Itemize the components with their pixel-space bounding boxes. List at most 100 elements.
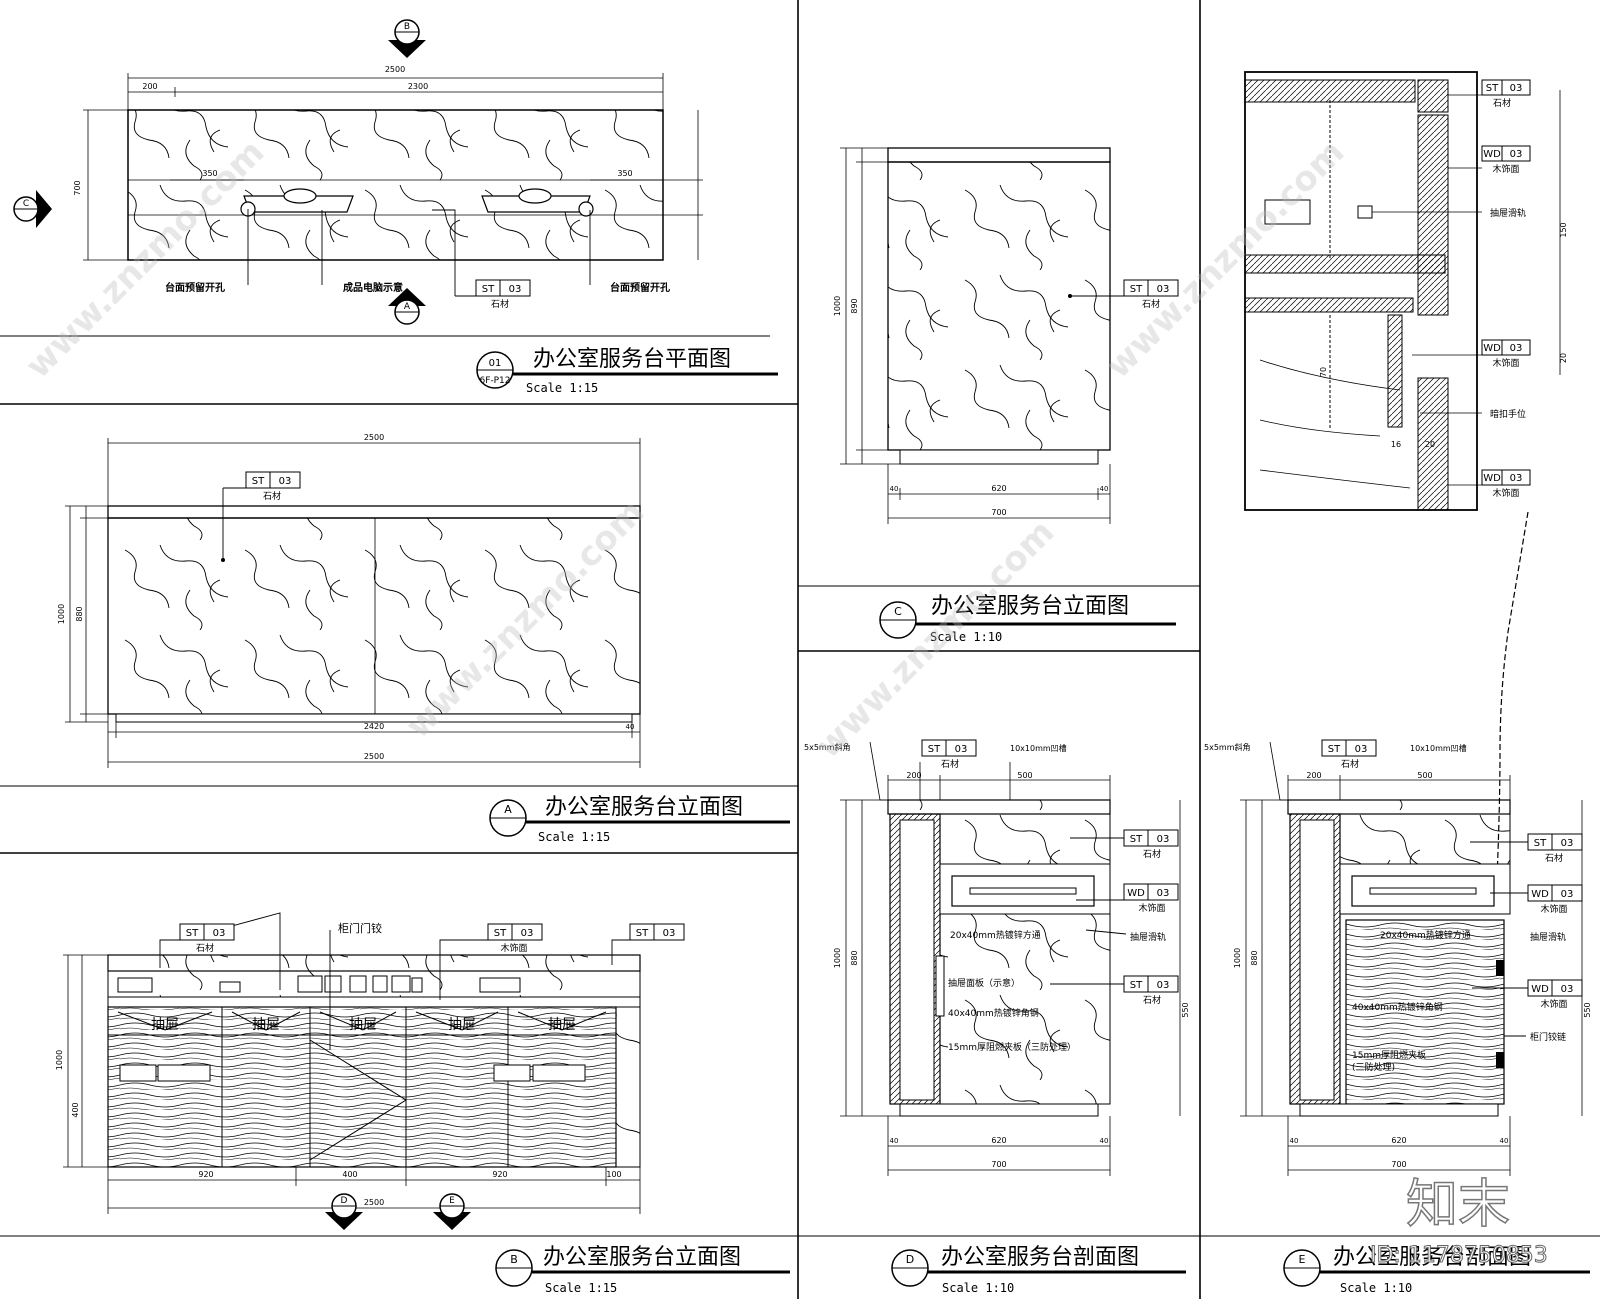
svg-text:40x40mm热镀锌角钢: 40x40mm热镀锌角钢 [1352,1001,1443,1013]
computer-left [240,188,354,217]
svg-text:03: 03 [1510,83,1523,94]
dim-plan-350-right: 350 [617,169,632,178]
svg-text:20x40mm热镀锌方通: 20x40mm热镀锌方通 [950,929,1041,941]
svg-text:(三防处理): (三防处理) [1352,1061,1395,1073]
svg-text:C: C [23,199,29,209]
svg-text:500: 500 [1417,771,1432,780]
section-marker-d: D [325,1193,363,1230]
title-block-b: B 办公室服务台立面图 Scale 1:15 [0,1235,1600,1295]
svg-text:木饰面: 木饰面 [1492,357,1519,369]
svg-text:03: 03 [955,744,968,755]
svg-text:抽屉: 抽屉 [548,1017,576,1033]
svg-text:700: 700 [991,1160,1006,1169]
svg-text:A: A [404,302,411,312]
svg-text:WD: WD [1483,473,1501,484]
svg-text:920: 920 [198,1170,213,1179]
svg-text:15mm厚阻燃夹板（三防处理）: 15mm厚阻燃夹板（三防处理） [948,1041,1076,1053]
svg-text:03: 03 [1157,284,1170,295]
panel-borders [0,0,1201,1299]
note-cut-hole-right: 台面预留开孔 [610,281,670,294]
svg-text:03: 03 [1510,473,1523,484]
elevation-b: 抽屉 抽屉 抽屉 抽屉 抽屉 920 400 920 100 2500 1000… [0,912,1600,1295]
tag-st03-e: ST 03 石材 [1527,833,1583,864]
tag-st03-d-1: ST 03 石材 [1123,829,1179,860]
svg-text:www.znzmo.com: www.znzmo.com [808,512,1062,766]
svg-text:10x10mm凹槽: 10x10mm凹槽 [1410,743,1467,753]
note-computer: 成品电脑示意 [343,281,403,294]
svg-text:620: 620 [991,1136,1006,1145]
svg-text:200: 200 [1306,771,1321,780]
svg-text:5x5mm斜角: 5x5mm斜角 [804,742,851,752]
svg-text:暗扣手位: 暗扣手位 [1490,408,1526,420]
svg-text:620: 620 [991,484,1006,493]
svg-text:03: 03 [213,928,226,939]
svg-text:03: 03 [1561,838,1574,849]
svg-text:550: 550 [1181,1002,1190,1017]
tag-wd03-d: WD 03 木饰面 [1123,883,1179,914]
svg-text:D: D [906,1253,914,1266]
svg-text:柜门铰链: 柜门铰链 [1530,1031,1566,1043]
svg-text:03: 03 [1561,984,1574,995]
svg-text:40: 40 [1500,1137,1509,1145]
svg-text:100: 100 [606,1170,621,1179]
svg-text:40: 40 [890,1137,899,1145]
svg-text:1000: 1000 [1233,948,1242,968]
stone-top-a [107,505,641,519]
svg-text:20x40mm热镀锌方通: 20x40mm热镀锌方通 [1380,929,1471,941]
svg-text:200: 200 [906,771,921,780]
svg-text:03: 03 [1157,888,1170,899]
tag-wd03-e-2: WD 03 木饰面 [1527,979,1583,1010]
svg-text:920: 920 [492,1170,507,1179]
svg-text:木饰面: 木饰面 [1138,902,1165,914]
svg-text:ST: ST [1130,284,1143,295]
svg-text:E: E [1299,1253,1306,1266]
svg-text:5x5mm斜角: 5x5mm斜角 [1204,742,1251,752]
svg-text:D: D [341,1196,348,1206]
section-d-title: 办公室服务台剖面图 [941,1245,1139,1270]
svg-text:40x40mm热镀锌角钢: 40x40mm热镀锌角钢 [948,1007,1039,1019]
svg-text:ST: ST [252,476,265,487]
svg-text:10x10mm凹槽: 10x10mm凹槽 [1010,743,1067,753]
svg-text:B: B [404,22,410,32]
svg-text:400: 400 [71,1102,80,1117]
svg-text:03: 03 [1355,744,1368,755]
computer-right [481,188,594,217]
elevation-b-title: 办公室服务台立面图 [543,1245,741,1270]
svg-text:抽屉滑轨: 抽屉滑轨 [1490,207,1526,219]
svg-text:WD: WD [1483,149,1501,160]
elevation-b-scale: Scale 1:15 [545,1281,617,1295]
svg-text:ST: ST [494,928,507,939]
title-block-a: A 办公室服务台立面图 Scale 1:15 [0,785,798,844]
svg-text:03: 03 [1157,834,1170,845]
section-e-title: 办公室服务台剖面图 [1333,1245,1531,1270]
svg-text:WD: WD [1531,984,1549,995]
note-door-hinge: 柜门门铰 [338,921,382,935]
section-d: 200 500 1000 880 550 620 700 40 40 5x5mm… [804,739,1190,1295]
elevation-c: 1000 890 620 700 40 40 ST 03 石材 C 办公室服务台… [798,147,1200,644]
svg-text:ST: ST [186,928,199,939]
svg-text:2420: 2420 [364,722,384,731]
svg-text:石材: 石材 [1143,848,1161,860]
svg-text:03: 03 [1561,889,1574,900]
stone-body-a [107,517,641,715]
svg-text:40: 40 [890,485,899,493]
tag-st03-b3: ST 03 [629,923,685,941]
svg-text:890: 890 [850,298,859,313]
section-e-scale: Scale 1:10 [1340,1281,1412,1295]
title-block-d: D 办公室服务台剖面图 Scale 1:10 [891,1245,1186,1295]
svg-text:20: 20 [1425,440,1435,449]
svg-text:16: 16 [1391,440,1401,449]
svg-text:880: 880 [1250,950,1259,965]
svg-text:石材: 石材 [196,942,214,954]
svg-text:03: 03 [1157,980,1170,991]
svg-text:03: 03 [521,928,534,939]
dim-plan-350-left: 350 [202,169,217,178]
svg-text:抽屉: 抽屉 [349,1017,377,1033]
svg-text:03: 03 [663,928,676,939]
elevation-c-title: 办公室服务台立面图 [931,594,1129,619]
svg-text:40: 40 [626,723,635,731]
svg-text:C: C [894,605,902,618]
tag-st03-d-top: ST 03 石材 [921,739,977,770]
section-e: 200 500 1000 880 550 620 700 40 40 5x5mm… [1204,739,1592,1295]
